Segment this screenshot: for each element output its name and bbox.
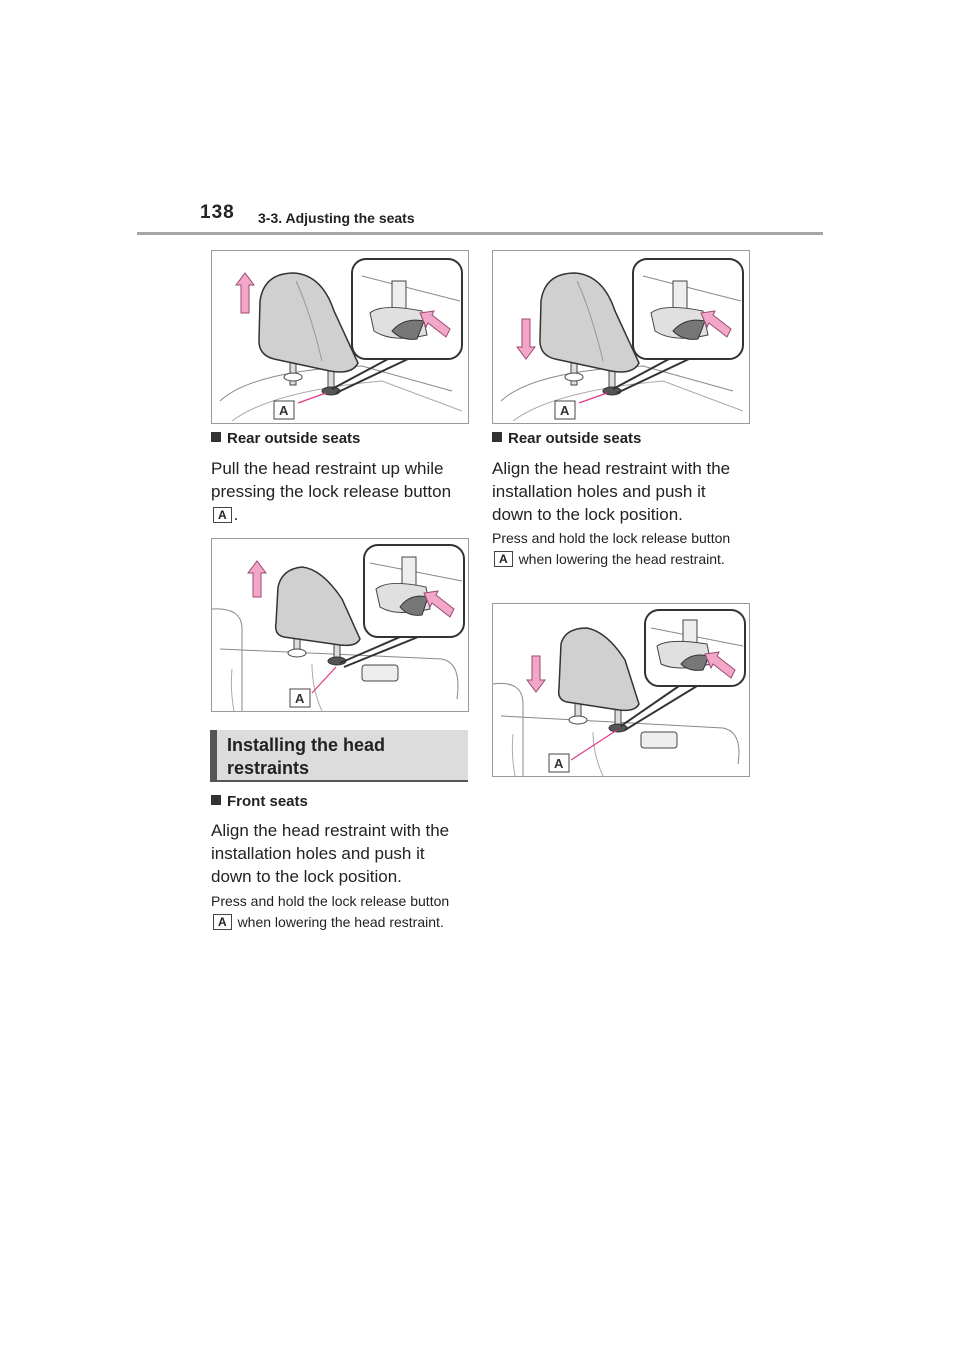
figure-rear-outside-install: A [492, 250, 750, 424]
rear-outside-instructions-right: Align the head restraint with the instal… [492, 459, 731, 524]
arrow-press-icon [419, 310, 451, 338]
arrow-down-icon [526, 655, 546, 693]
figure-rear-seat-removal: A [211, 538, 469, 712]
front-seats-note: Press and hold the lock release button A… [211, 893, 450, 930]
svg-text:A: A [554, 756, 564, 771]
svg-text:A: A [295, 691, 305, 706]
label-a: A [494, 551, 513, 567]
arrow-up-icon [247, 560, 267, 598]
arrow-press-icon [700, 310, 732, 338]
section-title: 3-3. Adjusting the seats [258, 210, 415, 226]
bullet-icon [211, 432, 221, 442]
figure-rear-outside-removal: A [211, 250, 469, 424]
arrow-press-icon [423, 590, 455, 618]
figure-rear-seat-install: A [492, 603, 750, 777]
svg-text:A: A [560, 403, 570, 418]
bullet-icon [492, 432, 502, 442]
rear-outside-instructions-left: Pull the head restraint up while pressin… [211, 459, 452, 524]
bullet-icon [211, 795, 221, 805]
svg-text:A: A [279, 403, 289, 418]
installing-section-title: Installing the head restraints [227, 735, 386, 778]
arrow-press-icon [704, 651, 736, 679]
label-a: A [213, 914, 232, 930]
arrow-down-icon [516, 318, 536, 360]
installing-section-header: Installing the head restraints [210, 730, 468, 782]
header-divider [137, 232, 823, 235]
arrow-up-icon [235, 272, 255, 314]
front-seats-instructions: Align the head restraint with the instal… [211, 821, 450, 886]
rear-outside-heading-right: Rear outside seats [492, 430, 641, 447]
front-seats-heading: Front seats [211, 793, 308, 810]
label-a: A [213, 507, 232, 523]
rear-outside-note-right: Press and hold the lock release button A… [492, 530, 731, 567]
rear-outside-heading-left: Rear outside seats [211, 430, 360, 447]
page-number: 138 [200, 202, 235, 223]
